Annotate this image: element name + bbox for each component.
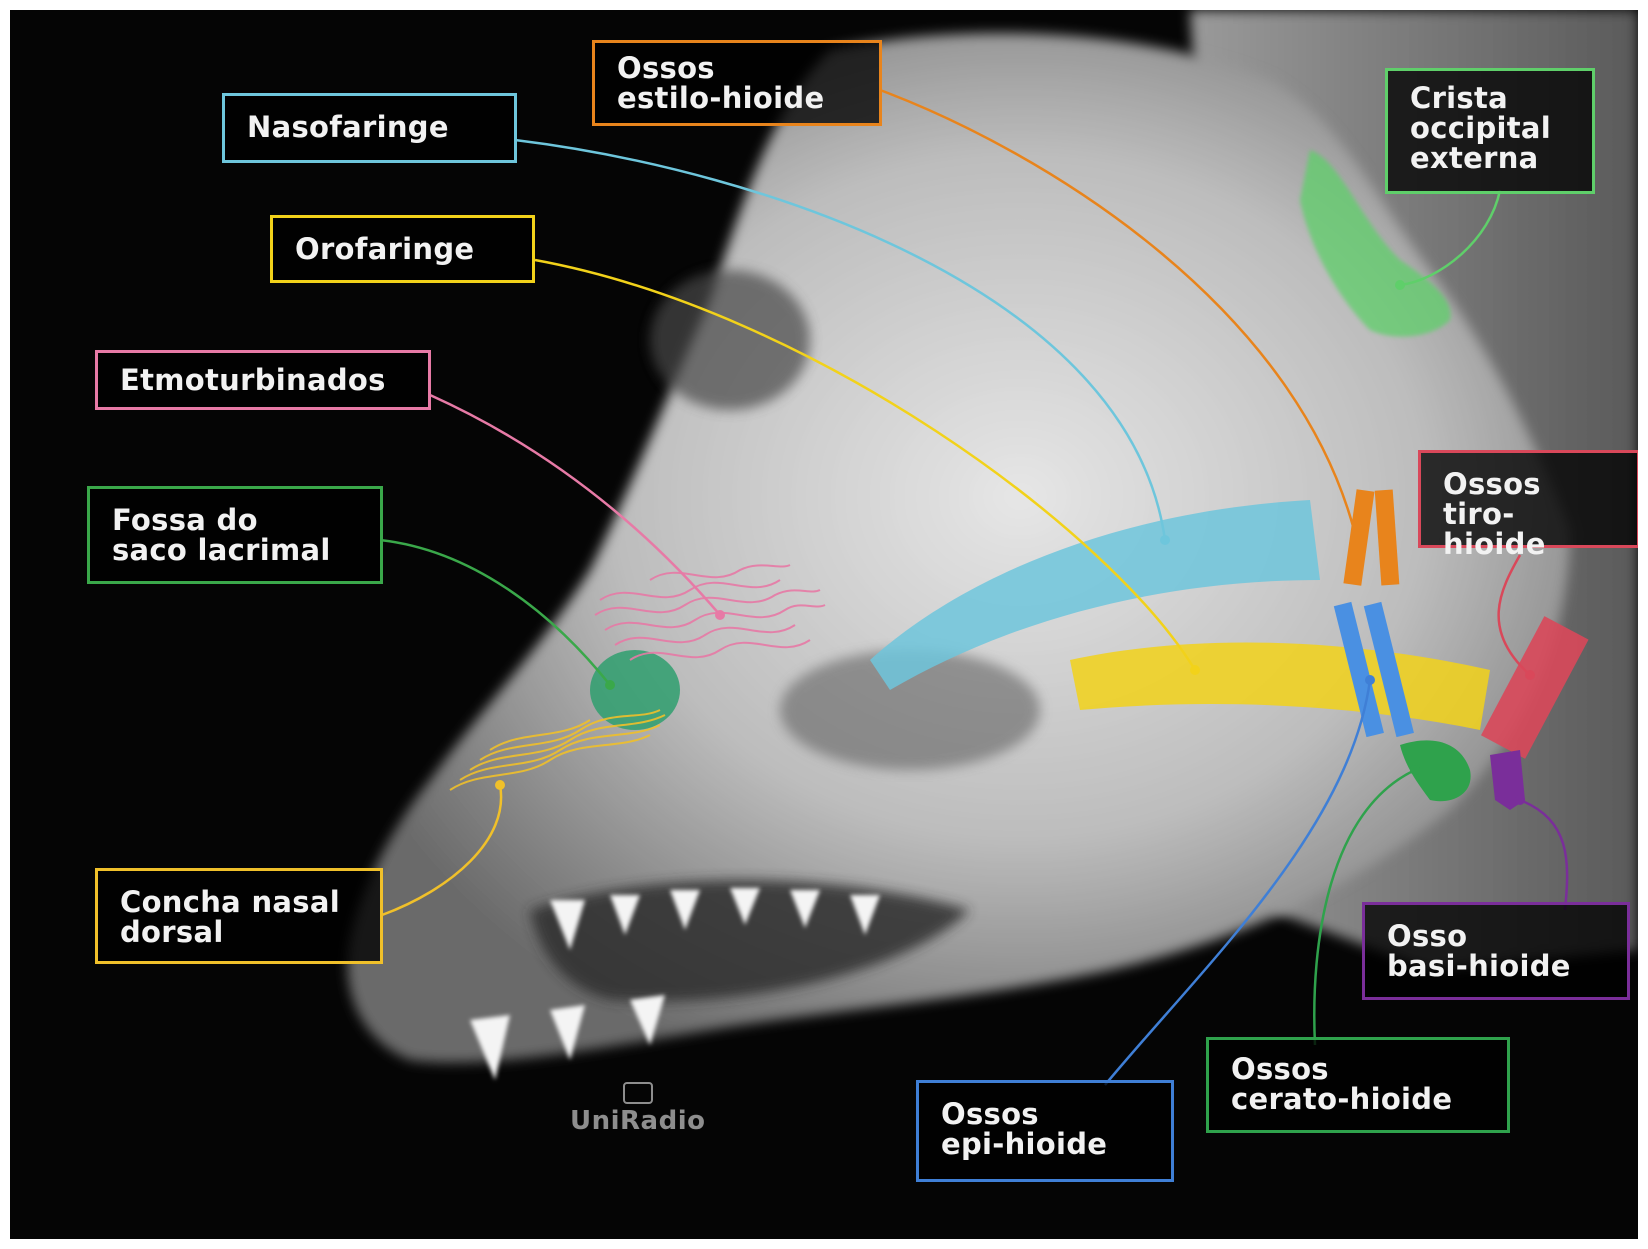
watermark-text: UniRadio bbox=[570, 1106, 706, 1136]
radiograph-figure: Ossos estilo-hioide Nasofaringe Orofarin… bbox=[10, 10, 1638, 1239]
label-etmoturbinados: Etmoturbinados bbox=[95, 350, 431, 410]
label-ossos-epi-hioide: Ossos epi-hioide bbox=[916, 1080, 1174, 1182]
label-ossos-estilo-hioide: Ossos estilo-hioide bbox=[592, 40, 882, 126]
label-crista-occipital-externa: Crista occipital externa bbox=[1385, 68, 1595, 194]
label-ossos-cerato-hioide: Ossos cerato-hioide bbox=[1206, 1037, 1510, 1133]
uniradio-watermark: UniRadio bbox=[570, 1082, 706, 1136]
label-fossa-saco-lacrimal: Fossa do saco lacrimal bbox=[87, 486, 383, 584]
label-osso-basi-hioide: Osso basi-hioide bbox=[1362, 902, 1630, 1000]
orbit-cavity bbox=[650, 270, 810, 410]
label-orofaringe: Orofaringe bbox=[270, 215, 535, 283]
label-nasofaringe: Nasofaringe bbox=[222, 93, 517, 163]
label-ossos-tiro-hioide: Ossos tiro-hioide bbox=[1418, 450, 1638, 548]
label-concha-nasal-dorsal: Concha nasal dorsal bbox=[95, 868, 383, 964]
fossa-lacrimal-region bbox=[590, 650, 680, 730]
uniradio-logo-icon bbox=[623, 1082, 653, 1104]
